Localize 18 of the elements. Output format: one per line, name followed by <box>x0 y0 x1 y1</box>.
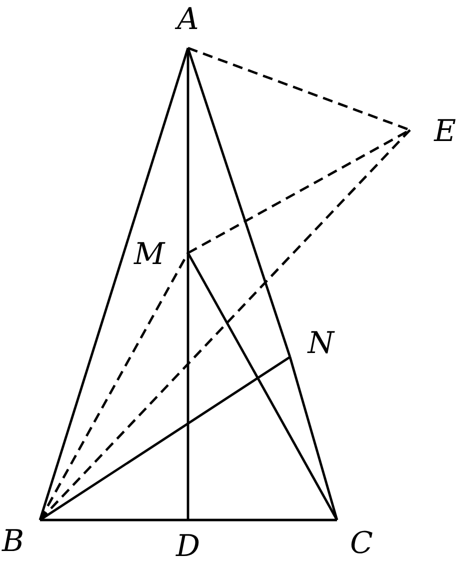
line-segment <box>186 48 190 253</box>
line-segment <box>186 253 190 520</box>
line-segment <box>40 518 188 522</box>
dashed-line <box>38 252 190 521</box>
point-label: M <box>134 236 188 274</box>
point-label: N <box>290 328 334 368</box>
line-segment <box>186 48 292 358</box>
dashed-line <box>39 129 411 521</box>
line-segment <box>38 48 190 520</box>
line-segment <box>186 252 338 521</box>
point-label: C <box>337 514 373 560</box>
point-label: B <box>2 512 40 558</box>
line-segment <box>188 518 337 522</box>
point-label: E <box>410 112 456 152</box>
point-label: A <box>168 4 208 48</box>
line-segment <box>288 356 338 520</box>
point-label: D <box>168 520 208 563</box>
dashed-line <box>188 46 410 132</box>
